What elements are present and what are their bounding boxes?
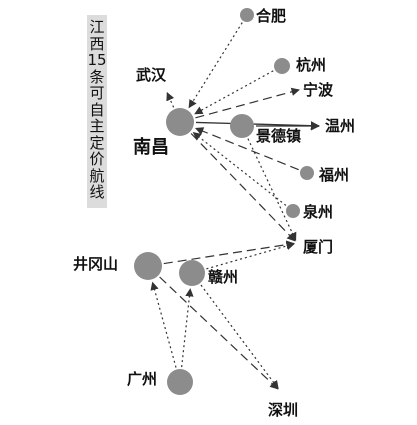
city-node-quanzhou [286,204,300,218]
city-node-hefei [240,8,254,22]
city-label-ningbo: 宁波 [303,81,334,99]
route-arrow-nanchang-to-wuhan [166,91,175,108]
city-label-ganzhou: 赣州 [208,268,239,286]
city-label-xiamen: 厦门 [303,238,334,256]
city-label-fuzhou: 福州 [319,166,350,184]
city-label-hefei: 合肥 [256,7,287,25]
route-arrow-jingdezhen-to-xiamen [247,138,297,242]
city-label-jinggangshan: 井冈山 [73,255,119,273]
city-label-shenzhen: 深圳 [268,401,299,419]
city-label-wuhan: 武汉 [136,66,167,84]
city-label-quanzhou: 泉州 [303,203,334,221]
city-label-wenzhou: 温州 [325,117,356,135]
city-node-jinggangshan [134,252,162,280]
city-node-hangzhou [274,58,290,74]
city-node-guangzhou [167,369,193,395]
route-arrow-ganzhou-to-xiamen [206,241,295,270]
city-label-nanchang: 南昌 [133,137,169,158]
route-arrow-nanchang-to-wenzhou [195,121,320,131]
route-arrow-hangzhou-to-nanchang [194,70,274,115]
route-arrow-fuzhou-to-nanchang [194,127,299,171]
route-arrow-guangzhou-to-ganzhou [181,288,194,368]
city-label-jingdezhen: 景德镇 [256,127,302,145]
city-label-guangzhou: 广州 [127,370,158,388]
city-label-hangzhou: 杭州 [296,56,327,74]
title-box: 江西15条可自主定价航线 [87,15,107,208]
diagram-title: 江西15条可自主定价航线 [87,18,107,201]
route-arrow-jinggangshan-to-xiamen [163,240,295,265]
route-arrow-nanchang-to-xiamen [190,133,296,242]
city-node-jingdezhen [230,114,254,138]
city-node-nanchang [166,108,194,136]
route-arrow-guangzhou-to-jinggangshan [150,281,177,368]
city-node-ganzhou [179,260,205,286]
city-node-fuzhou [300,166,314,180]
route-arrow-hefei-to-nanchang [188,22,243,109]
route-arrow-nanchang-to-ningbo [195,87,300,119]
route-arrow-ganzhou-to-shenzhen [200,284,279,390]
